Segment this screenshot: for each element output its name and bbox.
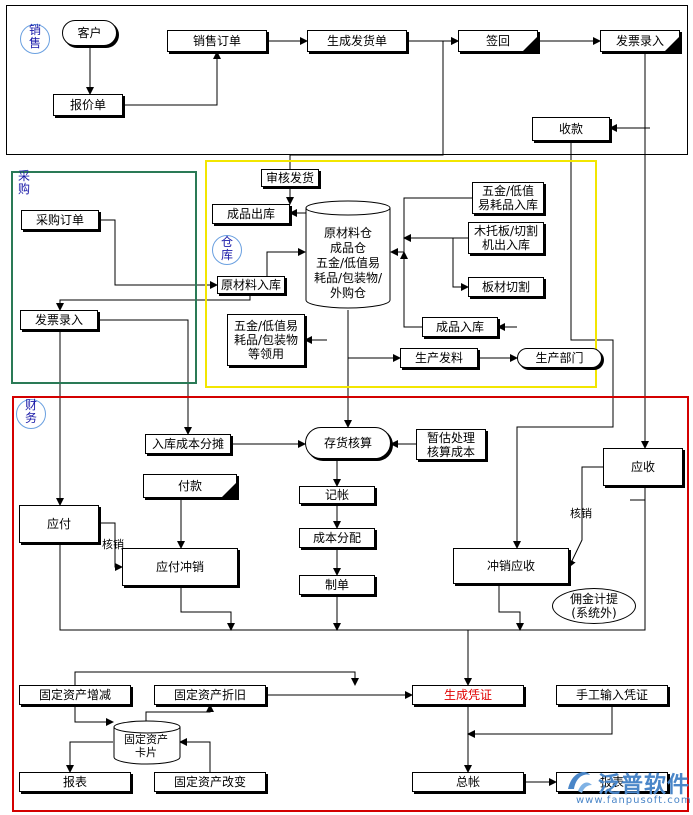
invoice-entry-sales-node: 发票录入: [600, 30, 680, 52]
warehouse-section-frame: [205, 160, 597, 388]
inbound-cost-alloc-node: 入库成本分摊: [145, 434, 231, 454]
payment-label: 付款: [177, 479, 202, 493]
pallet-io-node: 木托板/切割 机出入库: [468, 222, 544, 254]
warehouse-section-label: 仓库: [220, 235, 233, 262]
bookkeeping-node: 记帐: [299, 486, 375, 504]
document-corner-icon: [522, 36, 538, 52]
manual-voucher-node: 手工输入凭证: [556, 685, 668, 705]
production-dept-node: 生产部门: [517, 348, 602, 368]
connector-line: [74, 705, 114, 726]
customer-node: 客户: [62, 20, 117, 46]
delivery-note-node: 生成发货单: [307, 30, 407, 52]
fa-change-node: 固定资产改变: [154, 772, 266, 792]
generate-voucher-node: 生成凭证: [412, 685, 524, 705]
connector-line: [179, 738, 211, 772]
purchase-section-label: 采购: [17, 169, 30, 196]
cost-allocation-node: 成本分配: [299, 528, 375, 548]
connector-line: [123, 51, 221, 106]
consumables-use-node: 五金/低值易 耗品/包装物 等领用: [227, 314, 305, 366]
purchase-section-frame: [11, 171, 197, 384]
sales-section-frame: [6, 5, 688, 155]
payable-node: 应付: [19, 505, 99, 543]
connector-line: [66, 741, 113, 773]
production-issue-node: 生产发料: [400, 348, 478, 368]
finance-section-label: 财务: [24, 398, 37, 425]
finance-section-frame: [12, 396, 689, 812]
fanpu-logo-icon: [568, 771, 592, 793]
hardware-in-node: 五金/低值 易耗品入库: [472, 182, 544, 214]
receipt-node: 收款: [532, 117, 610, 141]
connector-line: [99, 522, 123, 571]
connector-line: [180, 586, 235, 631]
raw-in-node: 原材料入库: [217, 276, 285, 294]
finance-label-circle: [16, 399, 46, 429]
fa-depreciation-node: 固定资产折旧: [154, 685, 266, 705]
connector-line: [289, 37, 459, 169]
connector-line: [390, 197, 472, 256]
fa-card-label: 固定资产 卡片: [124, 733, 168, 759]
sales-section-label: 销售: [28, 23, 41, 50]
warehouse-store-cylinder: [305, 200, 391, 309]
provisional-node: 暂估处理 核算成本: [416, 429, 486, 460]
connector-line: [266, 248, 306, 276]
sign-back-node: 签回: [458, 30, 538, 52]
connector-line: [513, 141, 614, 549]
connector-line: [467, 705, 613, 738]
invoice-entry-purchase-node: 发票录入: [20, 310, 98, 330]
writeoff-payable-label: 核销: [102, 538, 124, 551]
commission-node: 佣金计提 (系统外): [552, 588, 636, 624]
writeoff-receivable-label: 核销: [570, 507, 592, 520]
board-cut-node: 板材切割: [468, 277, 544, 297]
sales-order-node: 销售订单: [167, 30, 267, 52]
receivable-offset-node: 冲销应收: [453, 548, 569, 584]
connector-line: [99, 219, 218, 289]
connector-line: [400, 251, 422, 328]
connector-line: [498, 584, 524, 631]
receivable-node: 应收: [603, 448, 683, 486]
warehouse-label-circle: [212, 235, 242, 265]
payable-offset-node: 应付冲销: [122, 548, 238, 586]
connector-line: [452, 238, 469, 291]
connector-line: [568, 466, 603, 568]
connector-line: [56, 294, 251, 311]
invoice-entry-sales-label: 发票录入: [615, 34, 664, 48]
ledger-node: 总帐: [412, 772, 524, 792]
inventory-accounting-node: 存货核算: [305, 427, 391, 459]
finished-out-node: 成品出库: [212, 204, 290, 224]
fa-card-cylinder: [113, 720, 181, 765]
document-corner-icon: [221, 482, 237, 498]
watermark-url: www.fanpusoft.com: [576, 795, 692, 806]
connector-line: [74, 671, 359, 686]
warehouse-store-label: 原材料仓 成品仓 五金/低值易 耗品/包装物/ 外购仓: [313, 226, 383, 300]
fa-increase-node: 固定资产增减: [19, 685, 131, 705]
review-delivery-node: 审核发货: [261, 169, 319, 187]
document-corner-icon: [664, 36, 680, 52]
report-fa-node: 报表: [19, 772, 131, 792]
fanpusoft-watermark: 泛普软件 www.fanpusoft.com: [562, 765, 692, 811]
connector-line: [145, 704, 214, 722]
payment-node: 付款: [143, 474, 237, 498]
sales-label-circle: [20, 24, 50, 54]
finished-in-node: 成品入库: [422, 317, 498, 337]
purchase-order-node: 采购订单: [21, 210, 99, 230]
sign-back-label: 签回: [485, 34, 510, 48]
watermark-brand-name: 泛普软件: [598, 773, 691, 798]
connector-line: [59, 486, 646, 631]
quote-node: 报价单: [53, 94, 123, 116]
make-voucher-node: 制单: [299, 575, 375, 595]
